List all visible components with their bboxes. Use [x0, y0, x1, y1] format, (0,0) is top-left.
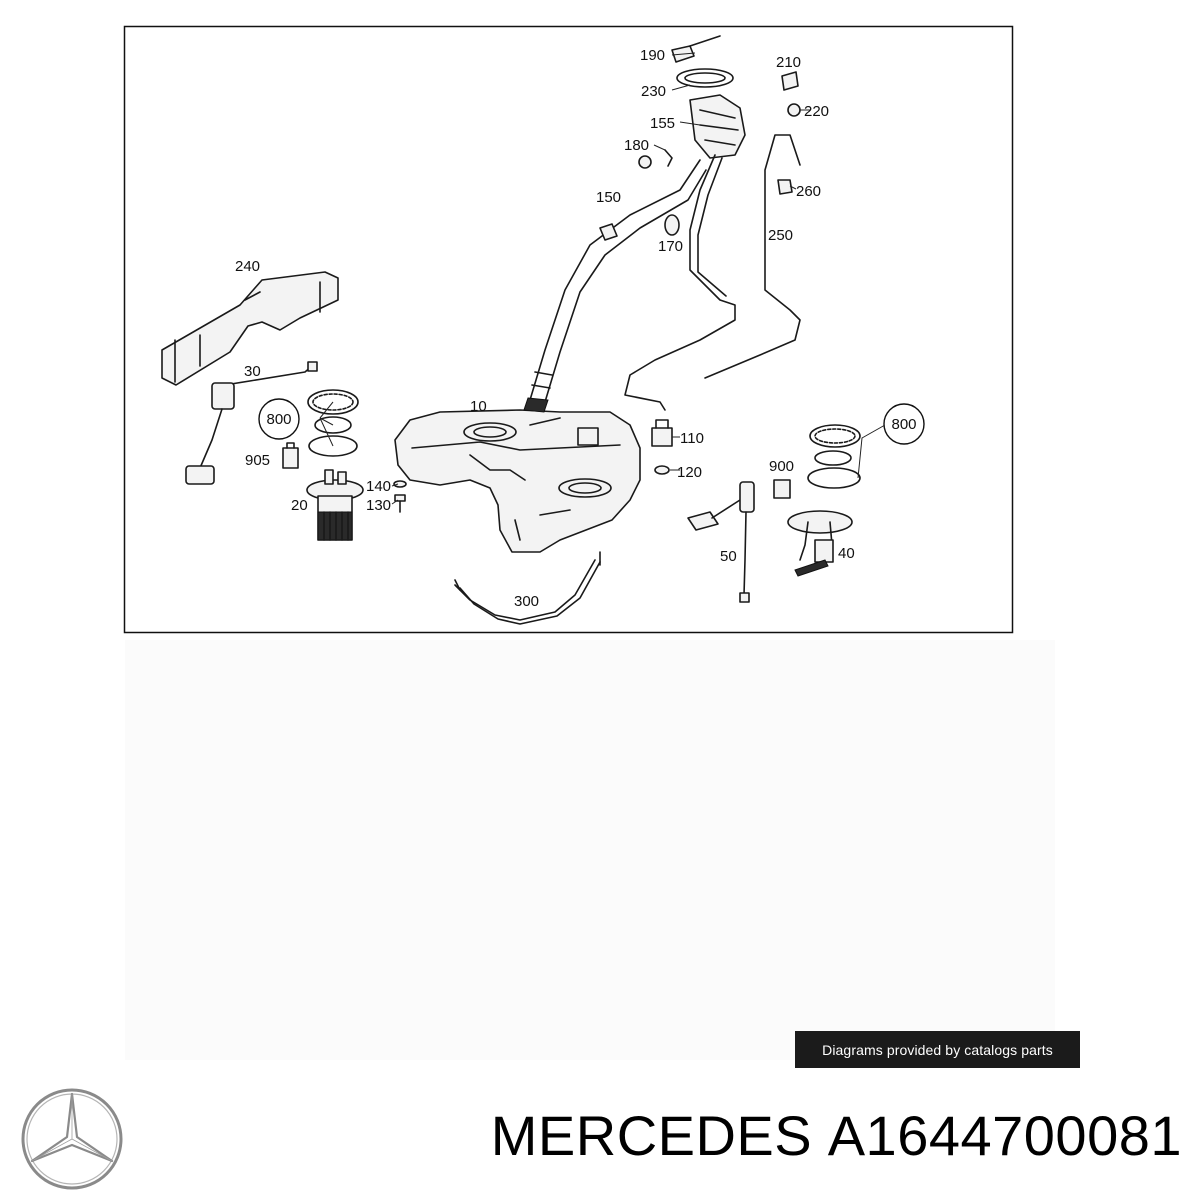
label-230: 230: [641, 83, 666, 100]
callout-circle-800-left: [258, 398, 300, 440]
part-30-level-sensor: [185, 361, 318, 485]
label-800-right: 800: [891, 416, 916, 433]
part-left-gasket: [308, 435, 358, 457]
part-130-bolt: [394, 494, 406, 513]
label-120: 120: [677, 464, 702, 481]
credit-badge: Diagrams provided by catalogs parts: [795, 1031, 1080, 1068]
label-20: 20: [291, 497, 308, 514]
label-130: 130: [366, 497, 391, 514]
label-300: 300: [514, 593, 539, 610]
credit-text: Diagrams provided by catalogs parts: [822, 1041, 1053, 1058]
label-800-left: 800: [266, 411, 291, 428]
label-180: 180: [624, 137, 649, 154]
part-40-suction-pump: [787, 510, 853, 577]
label-210: 210: [776, 54, 801, 71]
part-300-tank-strap: [454, 559, 601, 625]
label-260: 260: [796, 183, 821, 200]
leader-lines: [319, 52, 886, 505]
callout-circle-800-right: [883, 403, 925, 445]
part-800-left-lock-ring: [307, 389, 359, 415]
part-20-fuel-pump-module: [306, 469, 364, 541]
part-left-seal-ring: [314, 416, 352, 434]
part-210-bump-stop: [781, 71, 799, 91]
part-120-nut: [654, 465, 670, 475]
label-905: 905: [245, 452, 270, 469]
part-240-heat-shield: [161, 271, 339, 386]
label-50: 50: [720, 548, 737, 565]
label-155: 155: [650, 115, 675, 132]
part-title: MERCEDES A1644700081: [491, 1108, 1182, 1164]
label-140: 140: [366, 478, 391, 495]
label-220: 220: [804, 103, 829, 120]
label-10: 10: [470, 398, 487, 415]
part-fuel-lines: [624, 154, 736, 411]
diagram-frame: [123, 25, 1014, 634]
brand-name: MERCEDES: [490, 1104, 813, 1167]
label-900: 900: [769, 458, 794, 475]
part-150-filler-neck: [523, 159, 707, 413]
part-140-washer: [393, 480, 407, 488]
label-250: 250: [768, 227, 793, 244]
part-800-right-lock-ring: [809, 424, 861, 448]
part-250-vent-line: [704, 134, 801, 379]
label-240: 240: [235, 258, 260, 275]
part-170-grommet: [664, 214, 680, 236]
label-190: 190: [640, 47, 665, 64]
part-230-seal: [676, 68, 734, 88]
part-220-nut: [787, 103, 801, 117]
part-right-seal-ring: [814, 450, 852, 466]
part-900-clip: [773, 479, 791, 499]
part-110-valve: [651, 419, 673, 447]
label-170: 170: [658, 238, 683, 255]
part-number: A1644700081: [827, 1104, 1182, 1167]
part-50-level-sensor: [687, 481, 755, 603]
part-155-filler-housing: [689, 94, 746, 159]
label-40: 40: [838, 545, 855, 562]
diagram-background: [125, 640, 1055, 1060]
part-right-gasket: [807, 467, 861, 489]
label-30: 30: [244, 363, 261, 380]
part-260-clip: [777, 179, 793, 195]
label-150: 150: [596, 189, 621, 206]
label-110: 110: [680, 430, 704, 447]
mercedes-star-icon: [21, 1088, 123, 1190]
part-180-clip: [638, 149, 673, 169]
part-905-clip: [282, 442, 299, 469]
